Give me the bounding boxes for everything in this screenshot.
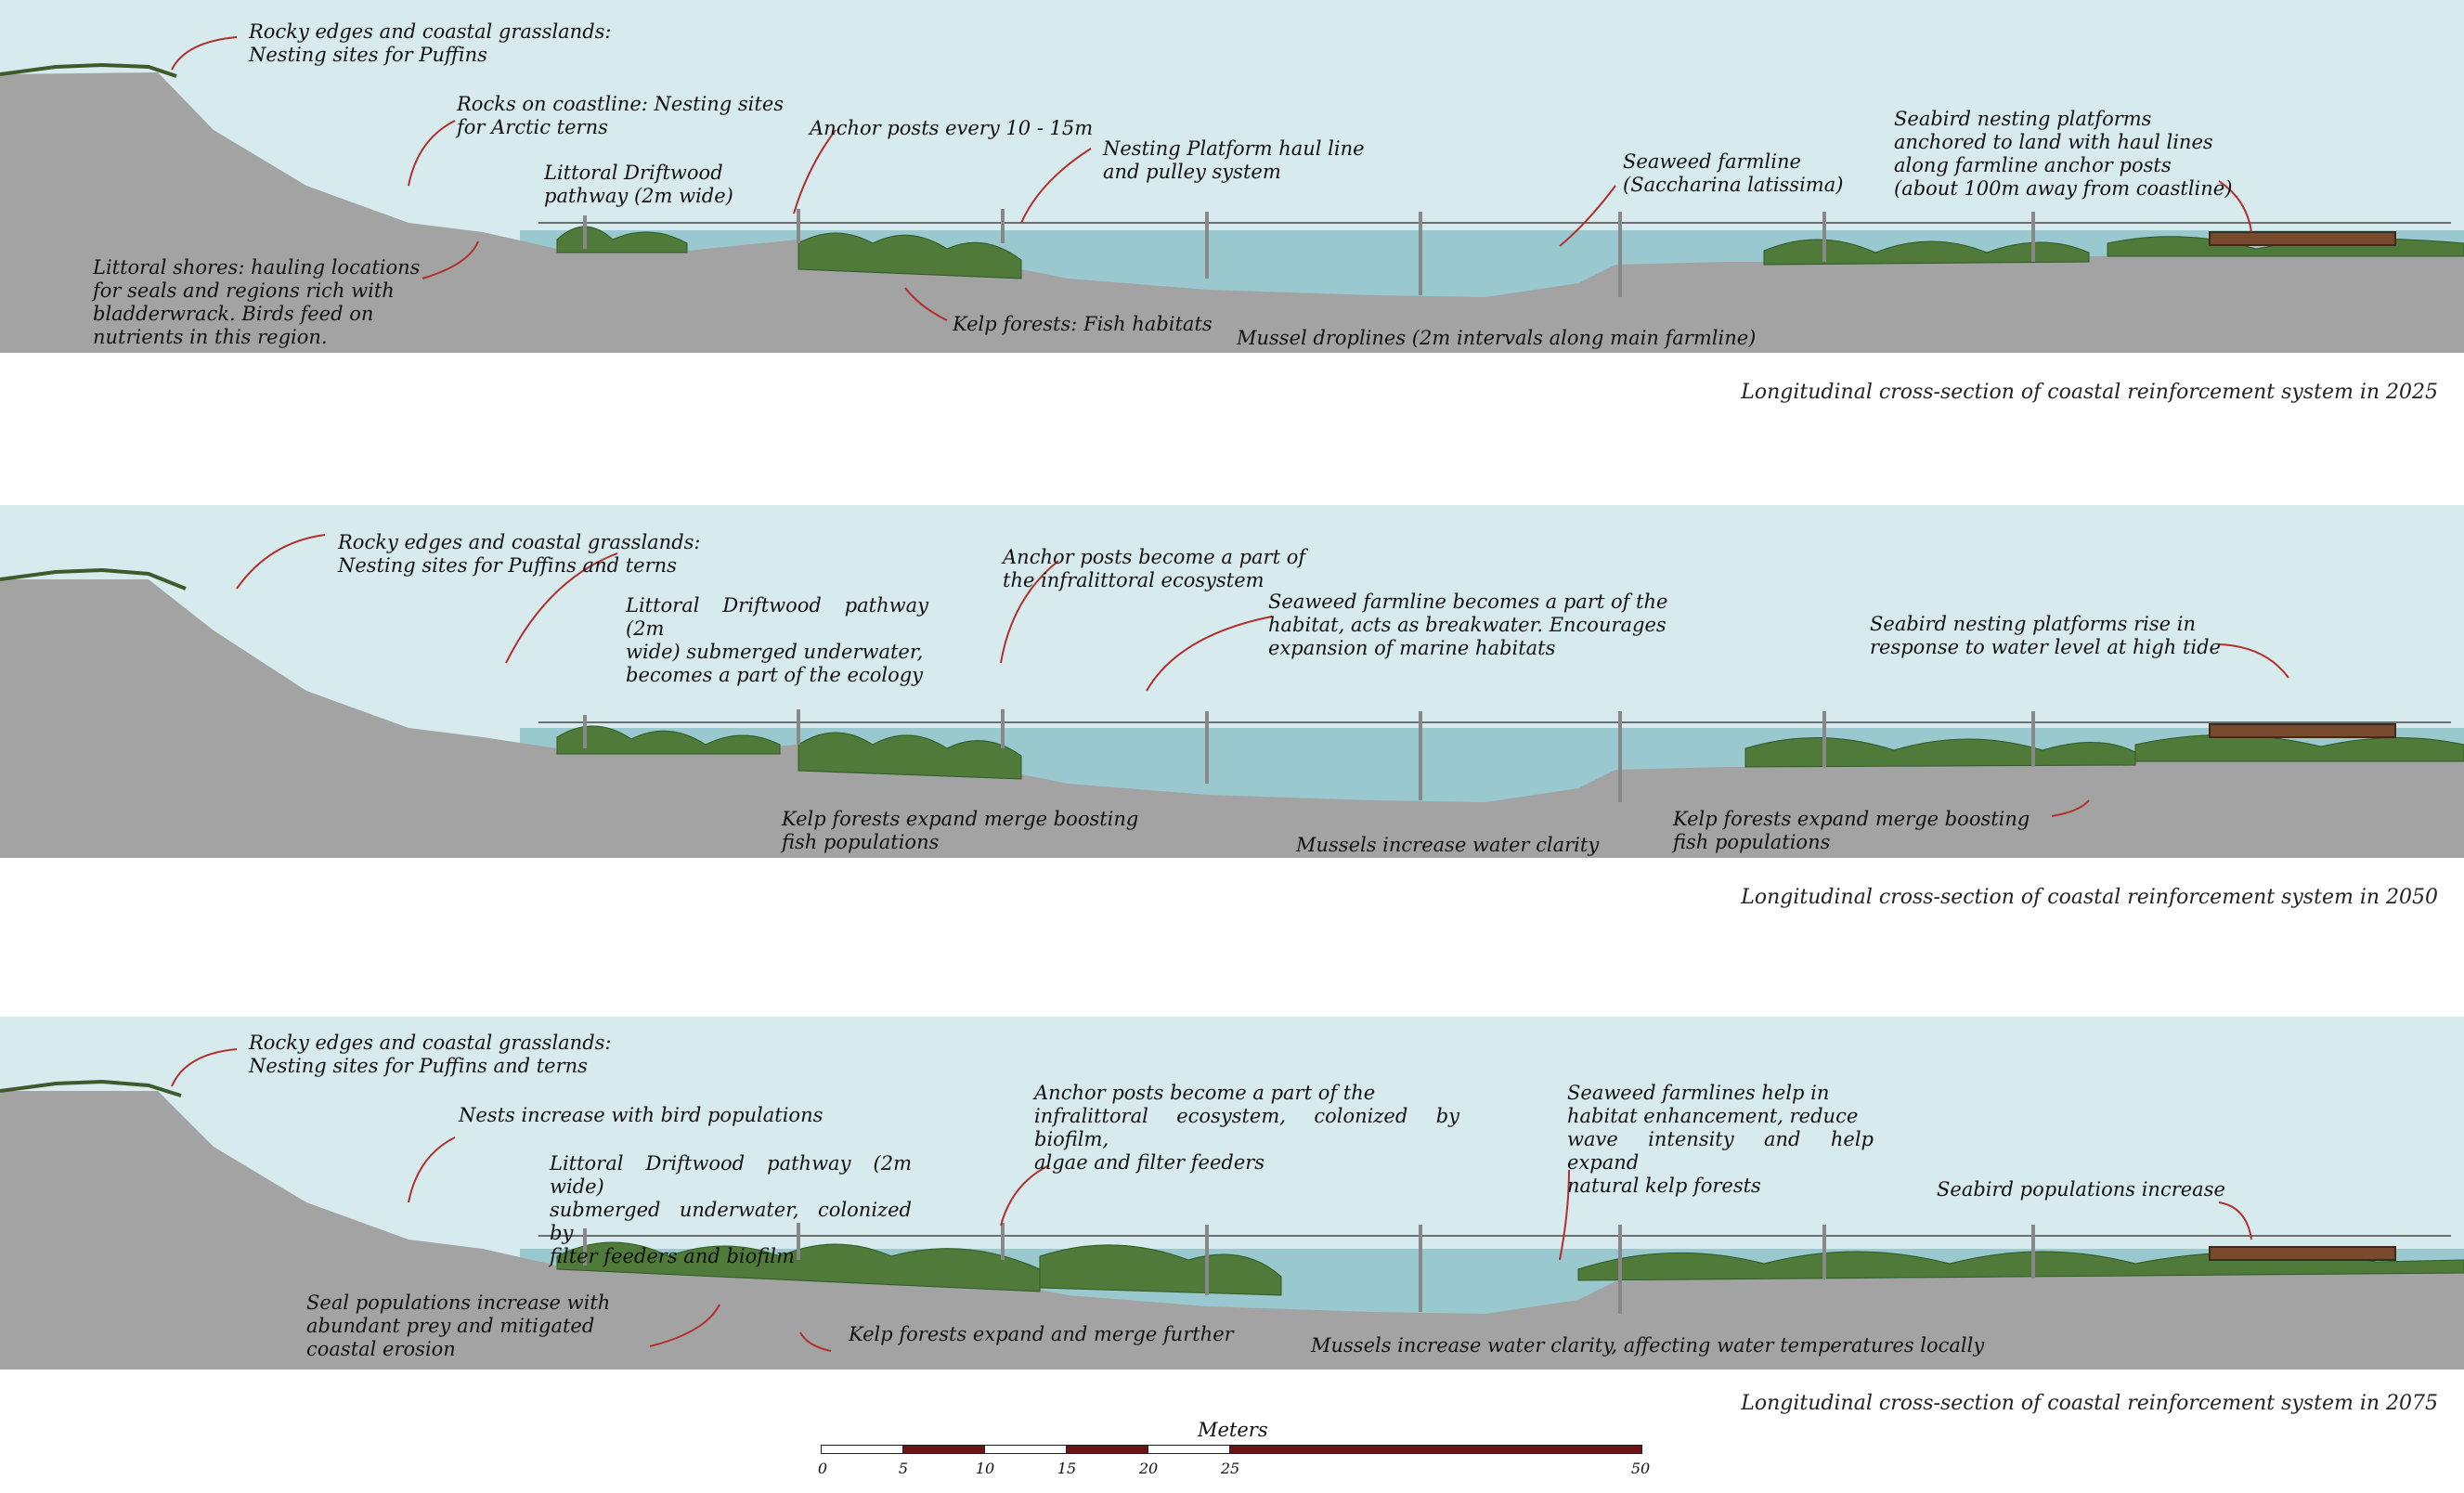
scale-segment <box>902 1445 985 1454</box>
annotation-5: Seaweed farmlines help in habitat enhanc… <box>1567 1082 1874 1197</box>
nesting-platform <box>2209 723 2396 738</box>
grassland <box>0 62 177 78</box>
leader-arrows <box>171 1048 2252 1352</box>
annotation-2: Nests increase with bird populations <box>459 1104 823 1126</box>
annotation-1: Rocky edges and coastal grasslands: Nest… <box>249 1032 612 1077</box>
seabed <box>0 72 2464 353</box>
scale-tick: 0 <box>817 1460 828 1477</box>
scale-bar: Meters 0 5 10 15 20 25 50 <box>817 1419 1650 1493</box>
anchor-posts <box>583 709 2035 802</box>
annotation-4: Seaweed farmline becomes a part of the h… <box>1268 591 1668 659</box>
annotation-6: Seaweed farmline (Saccharina latissima) <box>1623 150 1844 196</box>
scale-segment <box>1229 1445 1642 1454</box>
scale-tick: 50 <box>1630 1460 1651 1477</box>
seabed <box>0 1091 2464 1370</box>
annotation-2: Rocks on coastline: Nesting sites for Ar… <box>457 93 785 138</box>
scale-title: Meters <box>1198 1419 1268 1441</box>
section-panel-2025: Rocky edges and coastal grasslands: Nest… <box>0 0 2464 404</box>
annotation-3: Anchor posts become a part of the infral… <box>1003 546 1306 591</box>
scale-tick: 20 <box>1138 1460 1159 1477</box>
annotation-1: Rocky edges and coastal grasslands: Nest… <box>338 531 701 577</box>
annotation-4: Anchor posts become a part of the infral… <box>1034 1082 1459 1174</box>
nesting-platform <box>2209 1246 2396 1261</box>
section-panel-2075: Rocky edges and coastal grasslands: Nest… <box>0 1017 2464 1415</box>
scale-tick: 25 <box>1220 1460 1240 1477</box>
leader-arrows <box>236 534 2289 817</box>
scale-tick: 10 <box>975 1460 995 1477</box>
annotation-9: Kelp forests: Fish habitats <box>953 313 1213 335</box>
annotation-8: Littoral shores: hauling locations for s… <box>93 256 421 348</box>
leader-arrows <box>171 36 2252 321</box>
scale-tick: 5 <box>898 1460 909 1477</box>
panel-caption: Longitudinal cross-section of coastal re… <box>1741 886 2438 909</box>
seabed <box>0 579 2464 858</box>
scale-segment <box>1066 1445 1148 1454</box>
annotation-4: Anchor posts every 10 - 15m <box>810 117 1094 139</box>
annotation-3: Littoral Driftwood pathway (2m wide) <box>544 162 733 207</box>
annotation-3: Littoral Driftwood pathway (2m wide) sub… <box>550 1152 912 1267</box>
anchor-posts <box>583 209 2035 297</box>
kelp-forest <box>556 725 2464 780</box>
panel-caption: Longitudinal cross-section of coastal re… <box>1741 381 2438 404</box>
cross-section-illustration <box>0 505 2464 858</box>
grassland <box>0 567 187 591</box>
annotation-6: Kelp forests expand merge boosting fish … <box>782 808 1139 853</box>
cross-section-illustration <box>0 0 2464 353</box>
grassland <box>0 1079 182 1097</box>
nesting-platform <box>2209 231 2396 246</box>
annotation-7: Mussels increase water clarity <box>1296 834 1600 856</box>
scale-segment <box>1148 1445 1230 1454</box>
annotation-5: Seabird nesting platforms rise in respon… <box>1870 613 2221 658</box>
annotation-6: Seabird populations increase <box>1937 1178 2225 1201</box>
scale-segment <box>984 1445 1067 1454</box>
annotation-2: Littoral Driftwood pathway (2m wide) sub… <box>626 594 928 686</box>
anchor-posts <box>583 1223 2035 1314</box>
annotation-5: Nesting Platform haul line and pulley sy… <box>1103 137 1365 183</box>
panel-caption: Longitudinal cross-section of coastal re… <box>1741 1392 2438 1415</box>
section-panel-2050: Rocky edges and coastal grasslands: Nest… <box>0 505 2464 909</box>
annotation-8: Kelp forests expand and merge further <box>849 1323 1234 1345</box>
annotation-9: Mussels increase water clarity, affectin… <box>1311 1334 1985 1357</box>
scale-tick: 15 <box>1057 1460 1077 1477</box>
scale-segment <box>821 1445 903 1454</box>
annotation-10: Mussel droplines (2m intervals along mai… <box>1237 327 1757 349</box>
annotation-7: Seal populations increase with abundant … <box>306 1292 611 1360</box>
annotation-7: Seabird nesting platforms anchored to la… <box>1894 108 2233 200</box>
annotation-8: Kelp forests expand merge boosting fish … <box>1673 808 2030 853</box>
cross-section-illustration <box>0 1017 2464 1370</box>
annotation-1: Rocky edges and coastal grasslands: Nest… <box>249 20 612 66</box>
